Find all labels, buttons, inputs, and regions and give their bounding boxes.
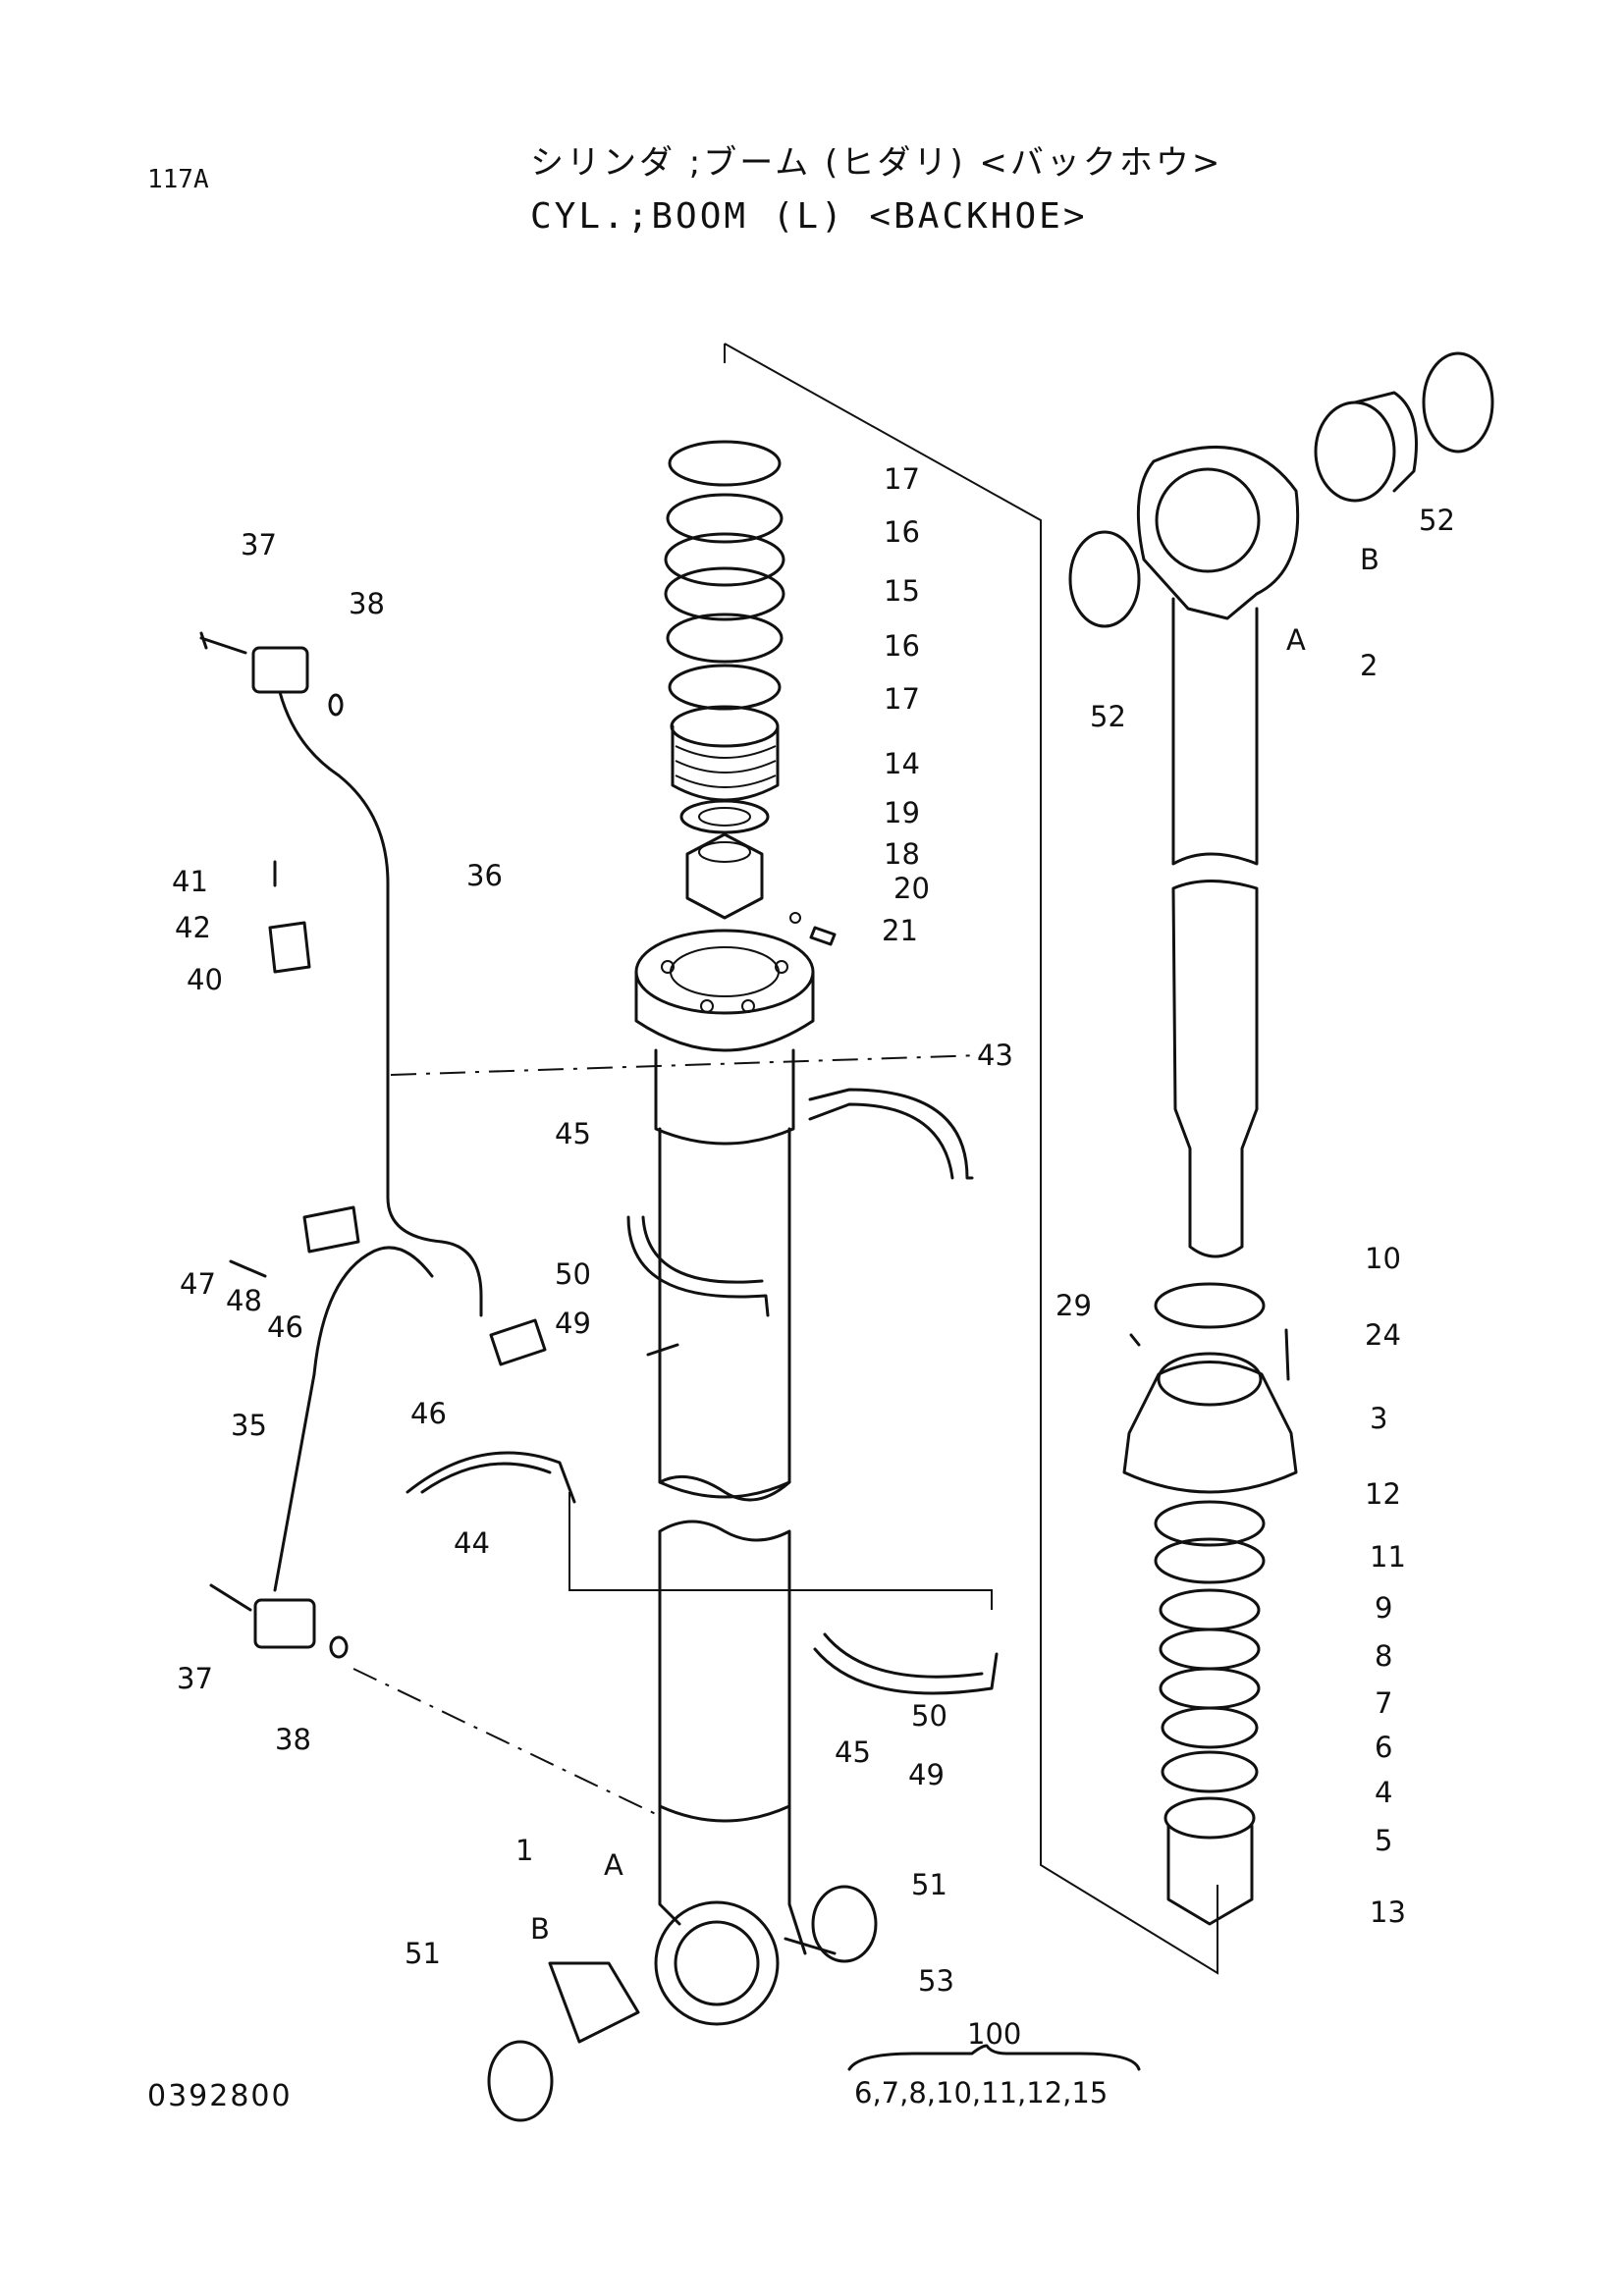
callout-label: A: [604, 1848, 623, 1882]
callout-label: 41: [172, 865, 208, 898]
clip-46-upper: [302, 1205, 360, 1254]
callout-label: 38: [349, 587, 385, 620]
callout-label: 13: [1370, 1896, 1406, 1929]
clamp-45-lower: [813, 1632, 999, 1695]
piston-rod: [1068, 351, 1494, 1258]
callout-label: B: [530, 1912, 550, 1946]
callout-label: 45: [555, 1117, 591, 1150]
callout-label: 24: [1365, 1318, 1401, 1352]
kit-number: 100: [967, 2017, 1021, 2051]
callout-label: 4: [1375, 1776, 1392, 1809]
callout-label: 16: [884, 515, 920, 549]
title-english: CYL.;BOOM (L) <BACKHOE>: [530, 196, 1088, 237]
callout-label: 9: [1375, 1591, 1392, 1625]
callout-label: 29: [1055, 1289, 1092, 1322]
center-line-tube: [390, 1054, 983, 1076]
bushing-lower: [487, 1885, 878, 2122]
callout-label: 17: [884, 682, 920, 716]
callout-label: A: [1286, 623, 1306, 657]
center-line-lower: [352, 1668, 661, 1817]
callout-label: 51: [405, 1937, 441, 1970]
callout-label: 44: [454, 1526, 490, 1560]
bracket-kit-brace: [847, 2044, 1141, 2071]
bolt-24: [1284, 1328, 1290, 1381]
cylinder-head: [1122, 1282, 1298, 1926]
oring-38-upper: [328, 693, 344, 717]
callout-label: 6: [1375, 1731, 1392, 1764]
callout-label: 50: [555, 1257, 591, 1291]
callout-label: 17: [884, 462, 920, 496]
callout-label: 36: [466, 859, 503, 892]
callout-label: 46: [267, 1310, 303, 1344]
flange-upper: [251, 646, 309, 694]
callout-label: 35: [231, 1409, 267, 1442]
seal-stack: [664, 440, 837, 946]
callout-label: 10: [1365, 1242, 1401, 1275]
oring-38-lower: [329, 1635, 349, 1659]
callout-label: 16: [884, 629, 920, 663]
callout-label: 50: [911, 1699, 947, 1733]
callout-label: 19: [884, 796, 920, 829]
document-number: 0392800: [147, 2079, 293, 2113]
guide-line-top: [724, 343, 1218, 1975]
callout-label: 40: [187, 963, 223, 996]
bolt-37-lower: [209, 1583, 252, 1612]
callout-label: 48: [226, 1284, 262, 1317]
callout-labels: 17 16 15 16 17 14 19 18 20 21 37 38 41 3…: [172, 462, 1455, 2109]
callout-label: 49: [908, 1758, 945, 1791]
callout-label: 52: [1419, 504, 1455, 537]
clip-40: [268, 921, 311, 974]
tube-35: [273, 1246, 434, 1592]
callout-label: 7: [1375, 1686, 1392, 1720]
callout-label: 12: [1365, 1477, 1401, 1511]
callout-label: B: [1360, 543, 1380, 576]
callout-label: 5: [1375, 1824, 1392, 1857]
page-code: 117A: [147, 165, 209, 194]
callout-label: 47: [180, 1267, 216, 1301]
callout-label: 2: [1360, 649, 1378, 682]
callout-label: 49: [555, 1307, 591, 1340]
bolt-49: [646, 1343, 679, 1357]
flange-lower: [253, 1598, 316, 1649]
clamp-45-upper: [626, 1215, 770, 1317]
bolt-37-upper: [199, 631, 247, 655]
callout-label: 51: [911, 1868, 947, 1901]
clamp-44: [406, 1451, 576, 1504]
grease-nipple-29: [1129, 1333, 1141, 1347]
callout-label: 15: [884, 574, 920, 608]
cylinder-tube: [634, 929, 815, 2026]
callout-label: 11: [1370, 1540, 1406, 1574]
tube-36: [278, 690, 483, 1317]
callout-label: 43: [977, 1039, 1013, 1072]
bolt-47: [229, 1259, 267, 1278]
callout-label: 8: [1375, 1639, 1392, 1673]
callout-label: 53: [918, 1964, 954, 1998]
callout-label: 37: [241, 528, 277, 561]
callout-label: 42: [175, 911, 211, 944]
clamp-43: [808, 1088, 974, 1180]
callout-label: 14: [884, 747, 920, 780]
clip-46-lower: [489, 1318, 547, 1366]
callout-label: 21: [882, 914, 918, 947]
kit-contents: 6,7,8,10,11,12,15: [854, 2076, 1108, 2109]
grease-fitting-53: [784, 1937, 837, 1955]
guide-line-clamp: [568, 1492, 993, 1610]
callout-label: 3: [1370, 1402, 1387, 1435]
callout-label: 46: [410, 1397, 447, 1430]
callout-label: 45: [835, 1735, 871, 1769]
callout-label: 1: [515, 1834, 533, 1867]
callout-label: 37: [177, 1662, 213, 1695]
title-japanese: シリンダ ;ブーム (ヒダリ) <バックホウ>: [530, 143, 1223, 183]
callout-label: 20: [893, 872, 930, 905]
callout-label: 38: [275, 1723, 311, 1756]
callout-label: 52: [1090, 700, 1126, 733]
callout-label: 18: [884, 837, 920, 871]
